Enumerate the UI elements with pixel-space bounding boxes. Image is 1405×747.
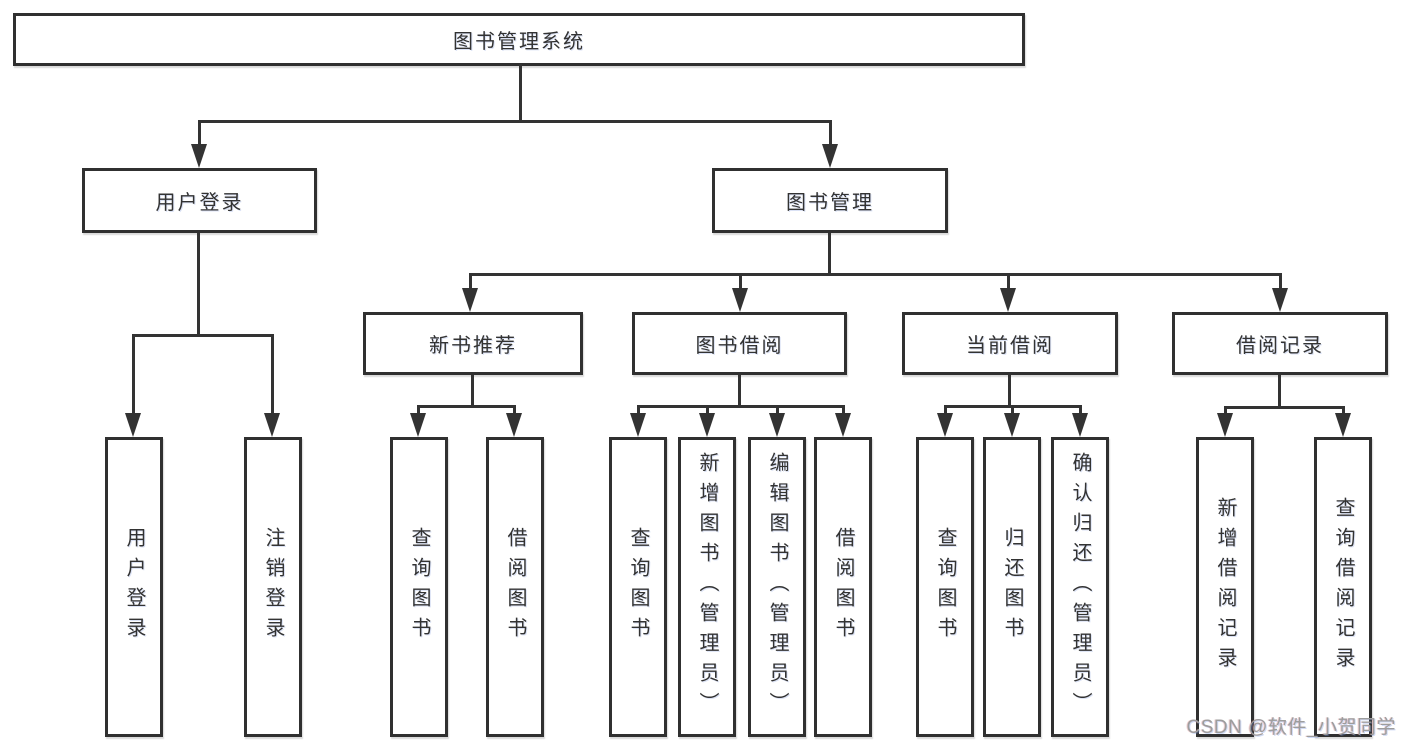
leaf-add-borrow-record: 新增借阅记录 — [1196, 437, 1254, 737]
connector-line — [1011, 405, 1014, 417]
node-user-login: 用户登录 — [82, 168, 317, 233]
watermark: CSDN @软件_小贺同学 — [1186, 717, 1396, 738]
node-root-system: 图书管理系统 — [13, 13, 1025, 66]
connector-line — [417, 405, 420, 417]
arrow-down-icon — [1272, 288, 1288, 312]
arrow-down-icon — [410, 413, 426, 437]
connector-line — [1007, 273, 1010, 291]
arrow-down-icon — [835, 413, 851, 437]
connector-line — [637, 405, 640, 417]
arrow-down-icon — [822, 144, 838, 168]
node-label: 编辑图书（管理员） — [766, 452, 788, 722]
leaf-borrow-book: 借阅图书 — [814, 437, 872, 737]
connector-line — [198, 120, 201, 148]
leaf-query-book-recommend: 查询图书 — [390, 437, 448, 737]
node-label: 用户登录 — [123, 527, 145, 647]
node-label: 当前借阅 — [966, 335, 1054, 357]
connector-line — [519, 64, 522, 122]
leaf-confirm-return-admin: 确认归还（管理员） — [1051, 437, 1109, 737]
connector-line — [842, 405, 845, 417]
node-label: 图书管理 — [786, 192, 874, 214]
connector-line — [738, 375, 741, 407]
node-label: 查询图书 — [934, 527, 956, 647]
arrow-down-icon — [264, 413, 280, 437]
leaf-borrow-book-recommend: 借阅图书 — [486, 437, 544, 737]
arrow-down-icon — [1000, 288, 1016, 312]
arrow-down-icon — [1004, 413, 1020, 437]
connector-line — [471, 375, 474, 407]
connector-line — [706, 405, 709, 417]
arrow-down-icon — [769, 413, 785, 437]
connector-line — [271, 334, 274, 414]
node-book-management: 图书管理 — [712, 168, 948, 233]
node-current-borrow: 当前借阅 — [902, 312, 1118, 375]
arrow-down-icon — [732, 288, 748, 312]
node-label: 查询借阅记录 — [1332, 497, 1354, 677]
node-label: 借阅图书 — [504, 527, 526, 647]
node-label: 注销登录 — [262, 527, 284, 647]
connector-line — [132, 334, 274, 337]
leaf-query-book-current: 查询图书 — [916, 437, 974, 737]
connector-line — [944, 405, 947, 417]
connector-line — [469, 273, 472, 291]
connector-line — [776, 405, 779, 417]
connector-line — [739, 273, 742, 291]
node-label: 确认归还（管理员） — [1069, 452, 1091, 722]
connector-line — [1278, 375, 1281, 409]
connector-line — [198, 120, 832, 123]
node-label: 查询图书 — [627, 527, 649, 647]
leaf-return-book: 归还图书 — [983, 437, 1041, 737]
arrow-down-icon — [937, 413, 953, 437]
node-label: 查询图书 — [408, 527, 430, 647]
connector-line — [637, 405, 845, 408]
leaf-add-book-admin: 新增图书（管理员） — [678, 437, 736, 737]
connector-line — [469, 273, 1282, 276]
arrow-down-icon — [1217, 413, 1233, 437]
arrow-down-icon — [506, 413, 522, 437]
node-book-borrow: 图书借阅 — [632, 312, 847, 375]
arrow-down-icon — [1072, 413, 1088, 437]
connector-line — [513, 405, 516, 417]
leaf-query-borrow-record: 查询借阅记录 — [1314, 437, 1372, 737]
leaf-logout-login: 注销登录 — [244, 437, 302, 737]
connector-line — [828, 233, 831, 276]
leaf-query-book-borrow: 查询图书 — [609, 437, 667, 737]
arrow-down-icon — [191, 144, 207, 168]
node-borrow-record: 借阅记录 — [1172, 312, 1388, 375]
connector-line — [1342, 406, 1345, 417]
connector-line — [132, 334, 135, 414]
arrow-down-icon — [125, 413, 141, 437]
connector-line — [1008, 375, 1011, 407]
arrow-down-icon — [630, 413, 646, 437]
node-label: 归还图书 — [1001, 527, 1023, 647]
connector-line — [417, 405, 516, 408]
arrow-down-icon — [699, 413, 715, 437]
connector-line — [1279, 273, 1282, 291]
leaf-user-login: 用户登录 — [105, 437, 163, 737]
connector-line — [1079, 405, 1082, 417]
leaf-edit-book-admin: 编辑图书（管理员） — [748, 437, 806, 737]
node-label: 图书管理系统 — [453, 31, 585, 53]
node-label: 新书推荐 — [429, 335, 517, 357]
connector-line — [197, 233, 200, 337]
connector-line — [1224, 406, 1227, 417]
node-label: 新增借阅记录 — [1214, 497, 1236, 677]
connector-line — [829, 120, 832, 148]
node-label: 借阅记录 — [1236, 335, 1324, 357]
node-label: 用户登录 — [155, 192, 244, 214]
arrow-down-icon — [462, 288, 478, 312]
node-label: 新增图书（管理员） — [696, 452, 718, 722]
node-label: 借阅图书 — [832, 527, 854, 647]
node-label: 图书借阅 — [695, 335, 784, 357]
connector-line — [1224, 406, 1345, 409]
arrow-down-icon — [1335, 413, 1351, 437]
node-new-book-recommend: 新书推荐 — [363, 312, 583, 375]
